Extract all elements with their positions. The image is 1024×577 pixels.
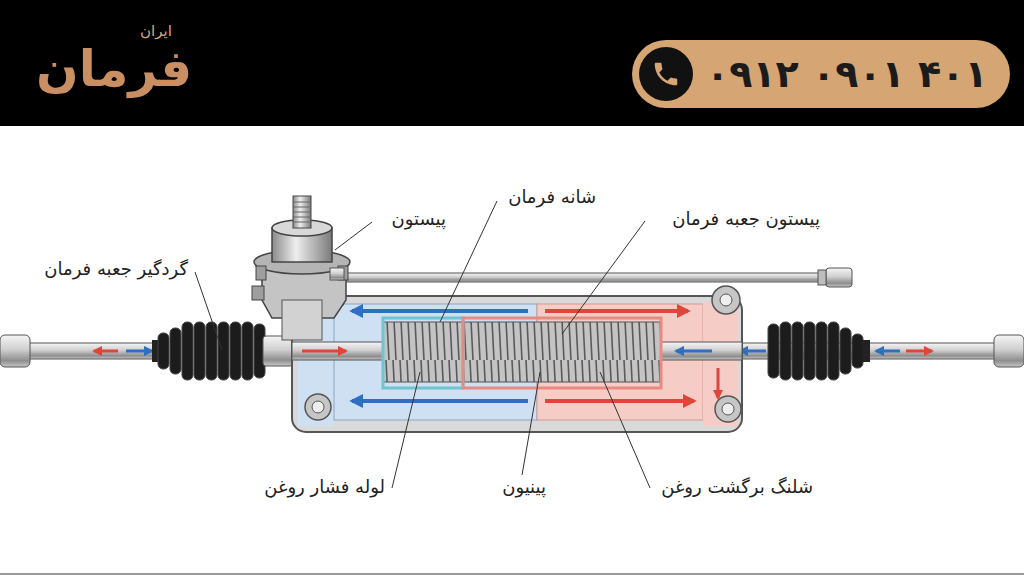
rack-housing-part (712, 286, 740, 314)
part-label: گردگیر جعبه فرمان (42, 258, 190, 281)
pinion-valve-part (293, 196, 311, 228)
leader-lines-part (392, 372, 420, 488)
flow-arrows-part (717, 368, 720, 398)
part-label: پینیون (500, 476, 548, 499)
leader-lines-part (600, 372, 650, 488)
phone-icon-disc (639, 47, 693, 101)
right-tie-rod-part (994, 335, 1024, 367)
part-label: پیستون جعبه فرمان (670, 208, 822, 231)
left-dust-boot-part (158, 333, 169, 369)
leader-lines (195, 201, 650, 488)
left-dust-boot (152, 322, 293, 380)
pinion-valve-part (282, 300, 322, 340)
rack-housing-part (720, 294, 732, 306)
rack-shaft-part (463, 318, 661, 388)
part-label: شانه فرمان (506, 186, 598, 209)
flow-arrows (302, 300, 718, 401)
part-label: پیستون (390, 208, 448, 231)
left-dust-boot-part (230, 322, 241, 380)
return-tube-part (818, 270, 826, 285)
right-dust-boot-part (862, 340, 870, 362)
right-dust-boot-part (768, 324, 779, 378)
left-tie-rod-part (0, 335, 30, 367)
rack-shaft-part (383, 322, 661, 382)
flow-arrows-part (352, 399, 528, 403)
bottom-rule-part (0, 573, 1024, 575)
phone-pill: ۰۹۱۲ ۰۹۰۱ ۴۰۱ (632, 40, 1010, 108)
flow-arrows-part (302, 350, 346, 353)
right-dust-boot-part (828, 322, 839, 380)
right-dust-boot-part (780, 322, 791, 380)
right-dust-boot-part (792, 322, 803, 380)
left-tie-rod-part (126, 350, 152, 353)
right-dust-boot (768, 322, 870, 380)
flow-arrows-part (352, 309, 528, 313)
bottom-rule (0, 573, 1024, 575)
rack-housing (292, 286, 742, 432)
right-tie-rod-part (740, 350, 766, 353)
header-bar (0, 0, 1024, 126)
left-dust-boot-part (182, 322, 193, 380)
rack-housing-part (305, 394, 331, 420)
left-tie-rod (0, 335, 162, 367)
leader-lines-part (195, 272, 222, 350)
left-tie-rod-part (94, 350, 118, 353)
rack-housing-part (722, 403, 734, 415)
pinion-valve-part (330, 268, 344, 280)
right-tie-rod-part (906, 350, 932, 353)
phone-handset (655, 63, 678, 86)
flow-arrows-part (545, 309, 688, 313)
flow-arrows-part (676, 350, 712, 353)
rack-housing-part (715, 396, 741, 422)
rack-shaft-part (383, 318, 463, 388)
return-tube-part (340, 273, 830, 282)
right-tie-rod-part (876, 350, 900, 353)
rack-shaft (292, 318, 742, 388)
pinion-valve (252, 196, 350, 340)
left-dust-boot-part (218, 322, 229, 380)
right-dust-boot-part (840, 328, 851, 374)
logo-subtitle: ایران (140, 22, 172, 41)
left-dust-boot-part (242, 322, 253, 380)
rack-housing-part (292, 296, 742, 432)
header-bar-part (0, 0, 1024, 126)
right-dust-boot-part (804, 322, 815, 380)
rack-housing-part (312, 401, 324, 413)
phone-icon (636, 44, 696, 104)
leader-lines-part (335, 222, 372, 250)
part-label: لوله فشار روغن (262, 476, 387, 499)
left-dust-boot-part (170, 328, 181, 374)
leader-lines-part (562, 221, 645, 334)
right-dust-boot-part (816, 322, 827, 380)
logo-wordmark: فرمان (36, 38, 192, 101)
pinion-valve-part (256, 266, 266, 280)
right-dust-boot-part (852, 334, 863, 368)
pinion-valve-part (252, 286, 264, 300)
phone-number: ۰۹۱۲ ۰۹۰۱ ۴۰۱ (706, 40, 988, 108)
pinion-valve-part (293, 202, 311, 222)
part-label: شلنگ برگشت روغن (659, 476, 815, 499)
left-dust-boot-part (194, 322, 205, 380)
leader-lines-part (522, 372, 540, 475)
flow-arrows-part (545, 399, 694, 403)
leader-lines-part (440, 201, 497, 322)
return-tube (340, 268, 852, 287)
return-tube-part (826, 268, 852, 287)
